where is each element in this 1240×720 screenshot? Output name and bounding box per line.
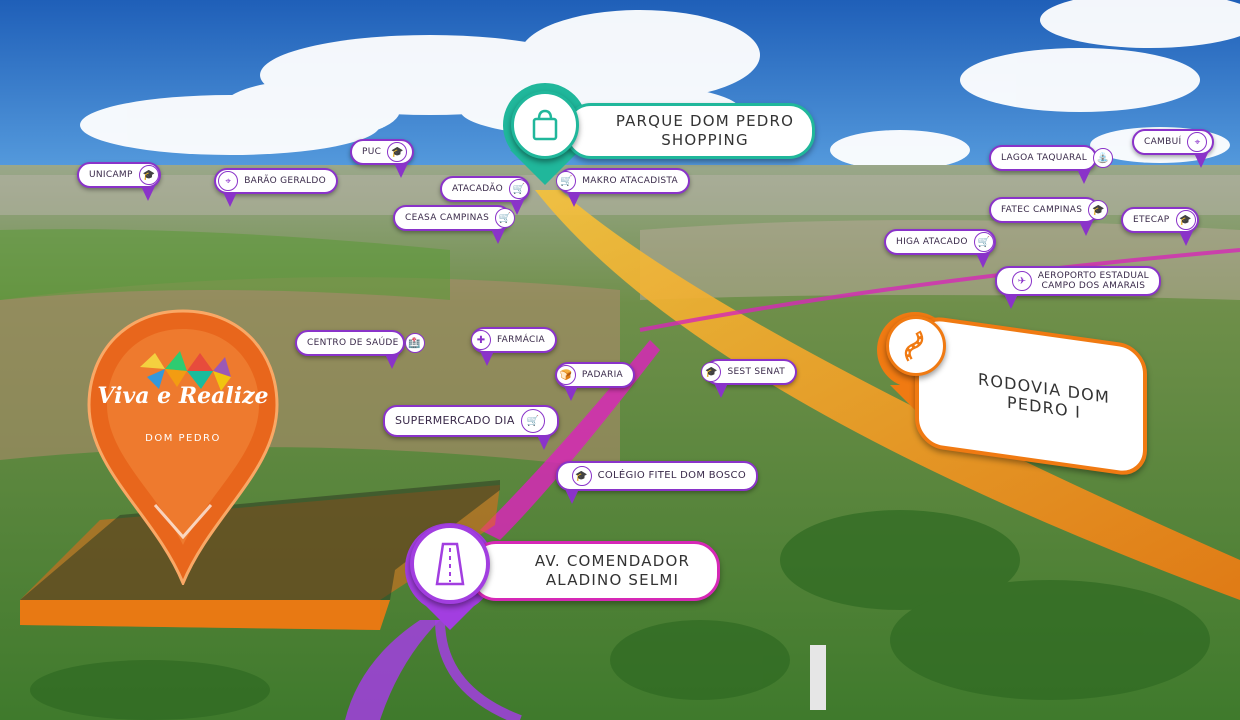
shopping-cart-icon: 🛒 <box>508 179 529 199</box>
location-icon: ⌖ <box>1187 132 1208 152</box>
airplane-icon: ✈ <box>1011 271 1032 291</box>
pin-label: AEROPORTO ESTADUAL CAMPO DOS AMARAIS <box>1037 271 1149 291</box>
pin-label: SEST SENAT <box>727 367 785 377</box>
pin-label: FATEC CAMPINAS <box>1001 205 1083 215</box>
pin-makro-atacadista[interactable]: MAKRO ATACADISTA 🛒 <box>556 168 690 207</box>
graduation-cap-icon: 🎓 <box>1175 210 1196 230</box>
pin-label: MAKRO ATACADISTA <box>582 176 678 186</box>
pin-label: COLÉGIO FITEL DOM BOSCO <box>597 470 746 481</box>
road-icon <box>886 316 946 376</box>
shopping-cart-icon: 🛒 <box>495 208 516 228</box>
pin-ceasa-campinas[interactable]: CEASA CAMPINAS 🛒 <box>393 205 516 244</box>
highlight-av-comendador-aladino-selmi[interactable]: AV. COMENDADOR ALADINO SELMI <box>470 541 720 601</box>
brand-pin-shape <box>87 309 279 587</box>
shopping-bag-icon <box>511 91 579 159</box>
graduation-cap-icon: 🎓 <box>701 362 722 382</box>
highlight-rodovia-label: RODOVIA DOM PEDRO I <box>978 369 1110 423</box>
rodovia-highlight <box>535 190 1240 600</box>
pin-label: SUPERMERCADO DIA <box>395 414 515 427</box>
pin-aeroporto-estadual[interactable]: AEROPORTO ESTADUAL CAMPO DOS AMARAIS ✈ <box>995 266 1161 309</box>
pin-fatec-campinas[interactable]: FATEC CAMPINAS 🎓 <box>989 197 1109 236</box>
pin-label: CEASA CAMPINAS <box>405 213 490 223</box>
pharmacy-icon: ✚ <box>470 330 491 350</box>
pin-label: ETECAP <box>1133 215 1170 225</box>
bread-icon: 🍞 <box>555 365 576 385</box>
pin-higa-atacado[interactable]: HIGA ATACADO 🛒 <box>884 229 996 268</box>
location-icon: ⌖ <box>218 171 239 191</box>
avenue-icon <box>410 524 490 604</box>
pin-label: HIGA ATACADO <box>896 237 968 247</box>
pin-label: BARÃO GERALDO <box>244 176 326 186</box>
park-icon: ⛲ <box>1093 148 1114 168</box>
pin-etecap[interactable]: ETECAP 🎓 <box>1121 207 1199 246</box>
pin-label: ATACADÃO <box>452 184 503 194</box>
pin-unicamp[interactable]: UNICAMP 🎓 <box>77 162 161 201</box>
brand-name: Viva e Realize <box>97 383 269 409</box>
pin-label: PUC <box>362 147 382 157</box>
pin-centro-de-saude[interactable]: CENTRO DE SAÚDE 🏥 <box>295 330 425 369</box>
pin-atacadao[interactable]: ATACADÃO 🛒 <box>440 176 530 215</box>
graduation-cap-icon: 🎓 <box>1088 200 1109 220</box>
brand-logo-mosaic <box>140 351 231 391</box>
highlight-parque-dom-pedro-shopping[interactable]: PARQUE DOM PEDRO SHOPPING <box>565 103 815 159</box>
hospital-icon: 🏥 <box>404 333 425 353</box>
pin-cambui[interactable]: CAMBUÍ ⌖ <box>1132 129 1214 168</box>
pin-label: UNICAMP <box>89 170 133 180</box>
pin-supermercado-dia[interactable]: SUPERMERCADO DIA 🛒 <box>383 405 559 450</box>
pin-colegio-fitel-dom-bosco[interactable]: COLÉGIO FITEL DOM BOSCO 🎓 <box>556 461 758 504</box>
pin-label: CENTRO DE SAÚDE <box>307 338 399 348</box>
shopping-cart-icon: 🛒 <box>556 171 577 191</box>
pin-label: FARMÁCIA <box>496 335 545 345</box>
graduation-cap-icon: 🎓 <box>387 142 408 162</box>
pin-farmacia[interactable]: FARMÁCIA ✚ <box>470 327 557 366</box>
highlight-shopping-label: PARQUE DOM PEDRO SHOPPING <box>615 112 795 149</box>
pin-puc[interactable]: PUC 🎓 <box>350 139 414 178</box>
pin-sest-senat[interactable]: SEST SENAT 🎓 <box>701 359 797 398</box>
shopping-cart-icon: 🛒 <box>520 409 545 433</box>
pin-label: LAGOA TAQUARAL <box>1001 153 1088 163</box>
pin-label: CAMBUÍ <box>1144 137 1182 147</box>
brand-subtitle: DOM PEDRO <box>145 433 221 444</box>
brand-location-pin[interactable]: Viva e Realize DOM PEDRO <box>85 305 281 587</box>
graduation-cap-icon: 🎓 <box>138 165 159 185</box>
pin-padaria[interactable]: PADARIA 🍞 <box>555 362 635 401</box>
highlight-avenida-label: AV. COMENDADOR ALADINO SELMI <box>534 552 691 589</box>
pin-label: PADARIA <box>581 370 623 380</box>
graduation-cap-icon: 🎓 <box>571 466 592 486</box>
shopping-cart-icon: 🛒 <box>973 232 994 252</box>
pin-barao-geraldo[interactable]: BARÃO GERALDO ⌖ <box>214 168 338 207</box>
pin-lagoa-taquaral[interactable]: LAGOA TAQUARAL ⛲ <box>989 145 1114 184</box>
